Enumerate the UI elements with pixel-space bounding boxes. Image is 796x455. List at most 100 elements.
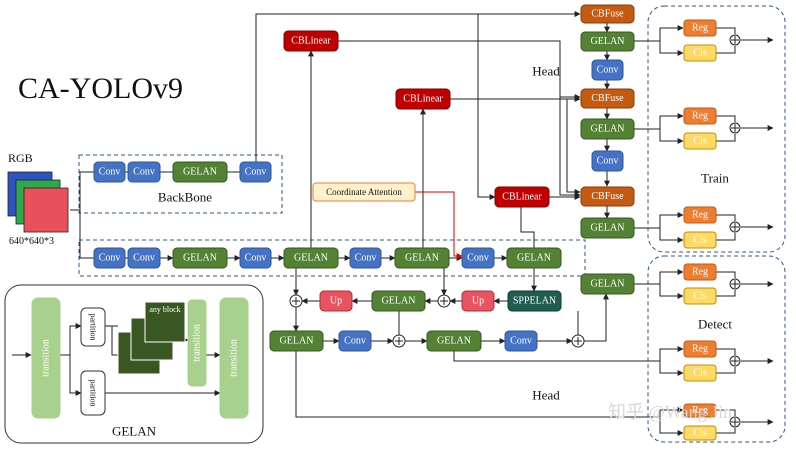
gelan-inset-label: GELAN: [112, 424, 157, 439]
backbone-main-region: [78, 239, 586, 277]
conv-block: Conv: [93, 247, 126, 269]
coordinate-attention-link: [415, 191, 463, 259]
transition-block: transition: [31, 297, 61, 419]
concat-node: [729, 278, 741, 290]
concat-nodes: [729, 278, 741, 428]
svg-text:GELAN: GELAN: [183, 253, 217, 264]
svg-text:transition: transition: [41, 339, 52, 377]
svg-text:GELAN: GELAN: [591, 279, 625, 290]
add-node: [437, 294, 451, 308]
gelan-block: GELAN: [580, 273, 635, 295]
gelan-block: GELAN: [580, 118, 635, 140]
svg-text:Conv: Conv: [597, 65, 619, 76]
reg-block: Reg: [683, 340, 717, 358]
svg-text:GELAN: GELAN: [183, 167, 217, 178]
cbfuse-block: CBFuse: [580, 186, 635, 207]
gelan-block: GELAN: [172, 247, 228, 269]
sppelan-block: SPPELAN: [507, 290, 562, 312]
concat-node: [729, 416, 741, 428]
cls-block: Cls: [683, 44, 717, 62]
svg-text:Conv: Conv: [355, 253, 377, 264]
reg-block: Reg: [683, 206, 717, 224]
reg-block: Reg: [683, 403, 717, 418]
cblinear-block: CBLinear: [494, 186, 550, 208]
svg-text:GELAN: GELAN: [591, 223, 625, 234]
gelan-block: GELAN: [580, 31, 635, 52]
svg-text:Conv: Conv: [99, 167, 121, 178]
transition-block: transition: [187, 299, 207, 387]
conv-block: Conv: [461, 247, 495, 269]
transition-block: transition: [219, 297, 249, 419]
svg-text:GELAN: GELAN: [405, 253, 439, 264]
conv-block: Conv: [93, 161, 126, 183]
svg-text:CBFuse: CBFuse: [591, 191, 624, 202]
detect-region: [647, 255, 786, 443]
watermark: 知乎 @Wang Jin: [608, 402, 732, 422]
svg-text:Reg: Reg: [692, 23, 708, 34]
cbfuse-block: CBFuse: [580, 88, 635, 109]
conv-block: Conv: [591, 150, 624, 172]
any-block: any block: [144, 301, 186, 343]
gelan-inset: transition partition partition any block…: [4, 284, 264, 444]
add-node: [289, 294, 303, 308]
conv-block: Conv: [591, 59, 624, 81]
rgb-label: RGB: [8, 151, 33, 165]
svg-text:Reg: Reg: [692, 267, 708, 278]
conv-block: Conv: [338, 330, 372, 352]
svg-text:GELAN: GELAN: [437, 336, 471, 347]
gelan-block: GELAN: [580, 217, 635, 239]
svg-text:GELAN: GELAN: [591, 36, 625, 47]
conv-block: Conv: [239, 161, 272, 183]
svg-text:GELAN: GELAN: [294, 253, 328, 264]
concat-node: [729, 122, 741, 134]
coordinate-attention-box: Coordinate Attention: [312, 182, 416, 202]
up-block: Up: [461, 290, 495, 312]
svg-text:Cls: Cls: [693, 368, 706, 379]
svg-text:CBFuse: CBFuse: [591, 9, 624, 20]
gelan-block: GELAN: [506, 247, 562, 269]
cls-block: Cls: [683, 425, 717, 441]
svg-text:Coordinate Attention: Coordinate Attention: [326, 187, 402, 197]
svg-text:Cls: Cls: [693, 136, 706, 147]
svg-text:CBFuse: CBFuse: [591, 93, 624, 104]
cls-block: Cls: [683, 287, 717, 305]
svg-text:Conv: Conv: [344, 336, 366, 347]
gelan-block: GELAN: [426, 330, 482, 352]
reg-block: Reg: [683, 19, 717, 37]
cls-block: Cls: [683, 231, 717, 249]
svg-text:CBLinear: CBLinear: [291, 36, 331, 47]
partition-block: partition: [80, 370, 106, 416]
conv-block: Conv: [127, 161, 161, 183]
svg-text:partition: partition: [89, 379, 98, 406]
gelan-block: GELAN: [172, 161, 228, 183]
svg-text:Conv: Conv: [510, 336, 532, 347]
svg-text:GELAN: GELAN: [280, 336, 314, 347]
concat-node: [729, 34, 741, 46]
svg-text:CBLinear: CBLinear: [403, 94, 443, 105]
svg-text:Cls: Cls: [693, 291, 706, 302]
concat-node: [729, 221, 741, 233]
input-size-label: 640*640*3: [9, 236, 54, 247]
svg-text:Up: Up: [330, 296, 342, 307]
conv-block: Conv: [239, 247, 272, 269]
svg-text:transition: transition: [192, 324, 203, 362]
train-label: Train: [701, 171, 729, 186]
svg-text:GELAN: GELAN: [591, 124, 625, 135]
svg-text:any block: any block: [149, 305, 180, 314]
rgb-input-image: [7, 171, 69, 233]
cls-block: Cls: [683, 364, 717, 382]
svg-text:Reg: Reg: [692, 210, 708, 221]
svg-text:Cls: Cls: [693, 235, 706, 246]
cls-block: Cls: [683, 132, 717, 150]
svg-text:Up: Up: [472, 296, 484, 307]
svg-text:SPPELAN: SPPELAN: [513, 296, 556, 307]
svg-text:Reg: Reg: [692, 344, 708, 355]
backbone-region: [78, 154, 283, 214]
svg-text:GELAN: GELAN: [517, 253, 551, 264]
conv-block: Conv: [127, 247, 161, 269]
page-title: CA-YOLOv9: [18, 72, 183, 105]
svg-text:Conv: Conv: [597, 156, 619, 167]
svg-text:Conv: Conv: [245, 167, 267, 178]
